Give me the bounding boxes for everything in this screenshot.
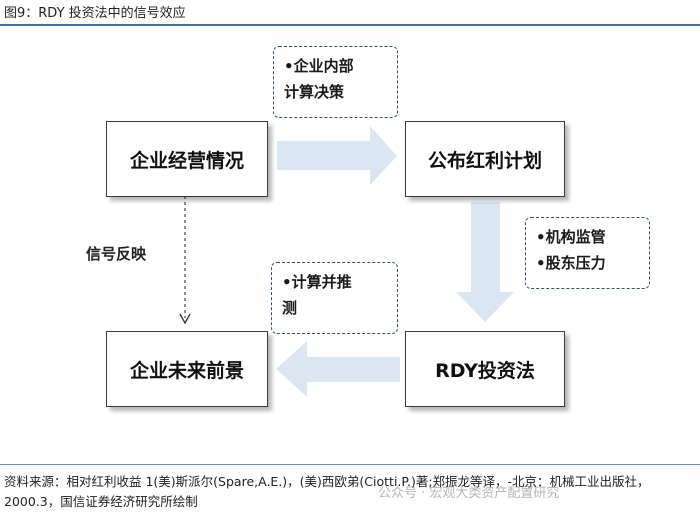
- box-dividend-plan: 公布红利计划: [405, 121, 565, 197]
- source-note: 资料来源：相对红利收益 1(美)斯派尔(Spare,A.E.)，(美)西欧弟(C…: [4, 474, 650, 509]
- note-line: 测: [282, 299, 298, 317]
- box-business-operations: 企业经营情况: [106, 121, 268, 197]
- note-supervision: •机构监管 •股东压力: [525, 217, 650, 289]
- box-future-prospects: 企业未来前景: [106, 331, 268, 407]
- signal-arrowhead: [179, 313, 191, 325]
- note-line: •股东压力: [536, 254, 606, 272]
- label-signal-reflection: 信号反映: [86, 245, 147, 263]
- arrow-rdy-to-future: [276, 341, 400, 397]
- note-line: •企业内部: [284, 57, 354, 75]
- note-line: •计算并推: [282, 273, 352, 291]
- watermark: 公众号 · 宏观大类资产配置研究: [378, 486, 560, 501]
- note-internal-decision: •企业内部 计算决策: [273, 46, 398, 118]
- note-line: •机构监管: [536, 228, 606, 246]
- title-rule: [0, 24, 700, 26]
- box-rdy-method: RDY投资法: [405, 331, 565, 407]
- figure-title: 图9：RDY 投资法中的信号效应: [4, 6, 186, 21]
- arrow-operations-to-dividend: [277, 126, 397, 185]
- note-line: 计算决策: [284, 83, 345, 101]
- arrow-dividend-to-rdy: [456, 202, 514, 322]
- note-estimate: •计算并推 测: [271, 262, 398, 334]
- source-rule: [0, 464, 700, 465]
